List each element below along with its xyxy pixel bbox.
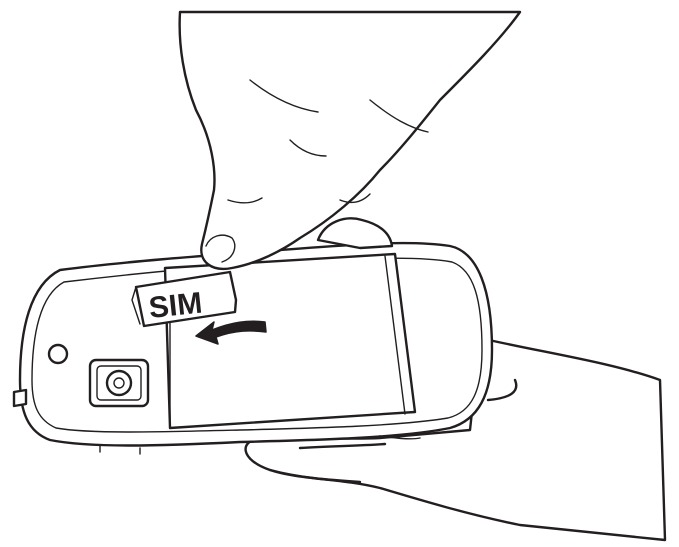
camera-icon: [90, 360, 148, 406]
sim-card-label: SIM: [147, 287, 204, 325]
screw-icon: [49, 345, 67, 363]
pressing-hand: [180, 12, 520, 269]
